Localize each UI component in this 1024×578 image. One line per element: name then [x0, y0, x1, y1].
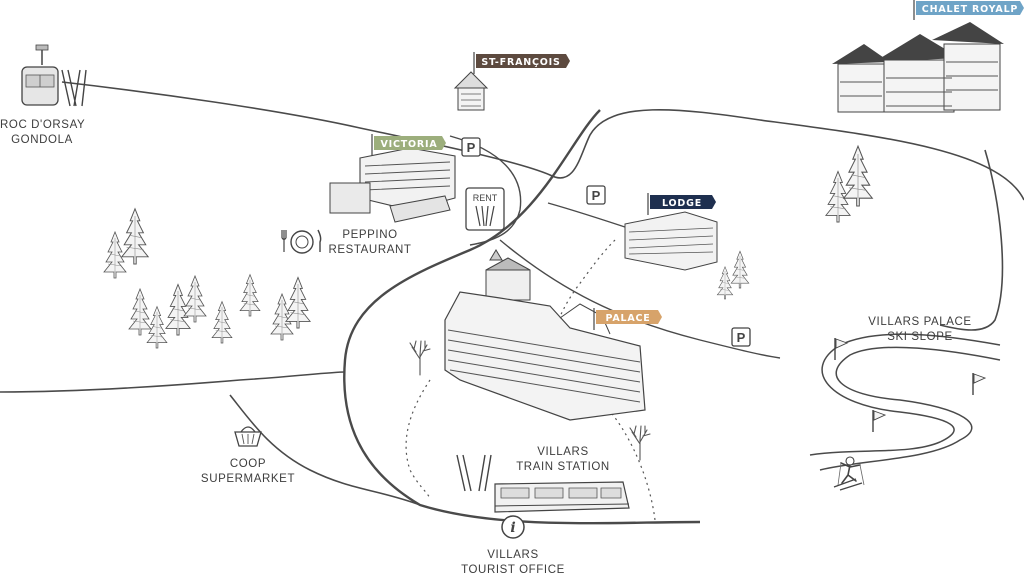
parking-icon: P	[461, 137, 481, 157]
ski-slope-track-inner	[809, 333, 1001, 456]
roc-gondola-label: ROC D'ORSAY GONDOLA	[0, 119, 86, 146]
peppino-restaurant-label: PEPPINO RESTAURANT	[328, 229, 412, 256]
skis-icon	[61, 69, 87, 107]
road-victoria-loop	[449, 135, 522, 246]
svg-text:ST-FRANÇOIS: ST-FRANÇOIS	[481, 57, 560, 68]
coop-supermarket-label: COOP SUPERMARKET	[200, 458, 296, 485]
train-icon	[494, 481, 630, 513]
svg-text:LODGE: LODGE	[662, 198, 702, 209]
chalet-royalp-flag: CHALET ROYALP	[913, 0, 1024, 20]
road-right	[939, 149, 1004, 331]
footpath-right	[599, 399, 656, 521]
svg-text:P: P	[592, 188, 601, 203]
road-coop	[229, 394, 421, 506]
svg-text:P: P	[467, 140, 476, 155]
rent-icon: RENT	[465, 187, 505, 231]
building-icon	[832, 22, 1004, 113]
slope-flag-icon	[872, 409, 886, 433]
slope-flag-icon	[834, 337, 848, 361]
svg-text:i: i	[510, 520, 515, 536]
victoria-flag: VICTORIA	[371, 134, 446, 156]
footpath-left	[405, 379, 431, 499]
svg-text:RENT: RENT	[473, 193, 498, 203]
road-upper	[61, 81, 1024, 201]
restaurant-plate-icon	[281, 229, 322, 254]
slope-flag-icon	[972, 372, 986, 396]
skier-icon	[833, 456, 865, 491]
svg-text:CHALET ROYALP: CHALET ROYALP	[922, 4, 1018, 15]
parking-icon: P	[731, 327, 751, 347]
train-station-label: VILLARS TRAIN STATION	[516, 446, 610, 473]
lodge-flag: LODGE	[647, 193, 716, 215]
building-icon	[453, 71, 489, 111]
ski-slope-track	[819, 346, 1001, 471]
palace-flag: PALACE	[593, 308, 662, 330]
svg-text:PALACE: PALACE	[605, 313, 650, 324]
building-icon	[624, 211, 718, 271]
building-icon	[329, 147, 456, 223]
gondola-icon	[21, 44, 59, 106]
parking-icon: P	[586, 185, 606, 205]
st-francois-flag: ST-FRANÇOIS	[473, 52, 570, 74]
building-icon	[444, 249, 646, 421]
road-main	[343, 109, 701, 525]
road-palace-east	[499, 239, 781, 359]
tourist-office-label: VILLARS TOURIST OFFICE	[461, 549, 565, 576]
shopping-basket-icon	[234, 426, 262, 447]
road-west	[0, 371, 346, 393]
info-icon: i	[501, 515, 525, 539]
svg-text:VICTORIA: VICTORIA	[380, 139, 437, 150]
skis-icon	[456, 454, 492, 492]
svg-text:P: P	[737, 330, 746, 345]
ski-slope-label: VILLARS PALACE SKI SLOPE	[868, 316, 972, 343]
